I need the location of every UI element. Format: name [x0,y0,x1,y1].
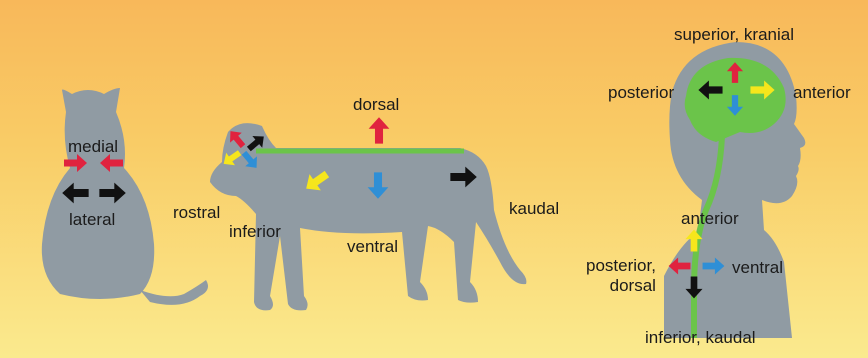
label-lateral: lateral [69,211,115,228]
label-rostral: rostral [173,204,220,221]
dorsal-arrow-up-icon [369,117,390,143]
label-inferior: inferior [229,223,281,240]
label-ventral-human: ventral [732,259,783,276]
label-posterior-dorsal-line1: posterior, [586,256,656,275]
label-superior-kranial: superior, kranial [674,26,794,43]
label-ventral-dog: ventral [347,238,398,255]
label-dorsal: dorsal [353,96,399,113]
label-inferior-kaudal: inferior, kaudal [645,329,756,346]
label-kaudal: kaudal [509,200,559,217]
label-anterior-neck: anterior [681,210,739,227]
label-posterior-head: posterior [608,84,674,101]
label-posterior-dorsal-line2: dorsal [610,276,656,295]
cat-tail [140,280,208,305]
label-posterior-dorsal: posterior, dorsal [586,256,656,295]
label-medial: medial [68,138,118,155]
label-anterior-head: anterior [793,84,851,101]
